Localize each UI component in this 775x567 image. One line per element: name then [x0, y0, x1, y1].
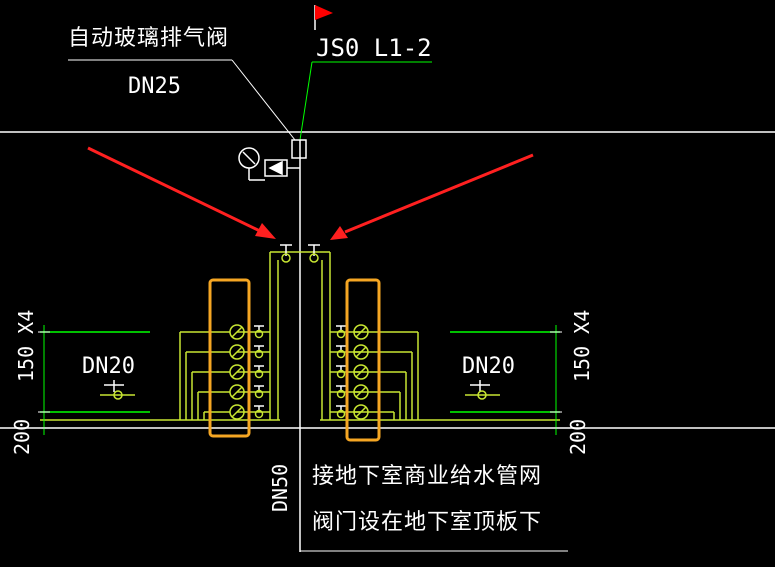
pipeid-leader: [299, 61, 313, 141]
meter-branch-pipe: [197, 391, 270, 420]
right-height-lower: 200: [566, 418, 590, 455]
gate-valve-icon: [254, 325, 264, 339]
left-height-upper: 150 X4: [14, 309, 38, 382]
note-line2: 阀门设在地下室顶板下: [312, 510, 543, 535]
pressure-gauge-icon: [238, 147, 300, 181]
left-meter-bank: [179, 324, 270, 420]
left-branch-pipes: [40, 331, 280, 421]
gate-valve-icon: [254, 385, 264, 399]
right-height-upper: 150 X4: [570, 309, 594, 382]
gate-valve-icon: [336, 325, 346, 339]
highlight-box-right: [345, 278, 381, 442]
meter-branch-pipe: [203, 411, 270, 420]
note-line1: 接地下室商业给水管网: [312, 464, 543, 489]
left-dimension: [38, 325, 50, 435]
air-valve-label: 自动玻璃排气阀: [68, 26, 230, 51]
label-leader: [231, 59, 296, 141]
highlight-box-left: [208, 278, 251, 438]
gate-valve-icon: [254, 365, 264, 379]
red-arrow-left-icon: [87, 146, 276, 239]
flag-icon: [314, 5, 333, 30]
gate-valve-icon: [336, 385, 346, 399]
right-branch-pipes: [320, 331, 560, 421]
air-valve-size-label: DN25: [128, 74, 181, 99]
right-meter-bank: [330, 324, 419, 420]
gate-valve-icon-left: [100, 380, 135, 400]
air-valve-icon: [291, 139, 307, 159]
riser-size-label: DN50: [268, 463, 292, 512]
gate-valve-icon: [336, 365, 346, 379]
meter-branch-pipe: [185, 351, 270, 420]
red-arrow-right-icon: [330, 153, 534, 240]
gate-valve-icon: [254, 345, 264, 359]
meter-branch-pipe: [179, 331, 270, 420]
right-meter-size-label: DN20: [462, 354, 515, 379]
right-dimension: [550, 325, 562, 435]
gate-valve-icon: [254, 405, 264, 419]
gate-valve-icon-right: [465, 380, 500, 400]
pipe-id-label: JS0 L1-2: [316, 34, 432, 62]
gate-valve-icon: [336, 405, 346, 419]
gate-valve-icon: [336, 345, 346, 359]
left-meter-size-label: DN20: [82, 354, 135, 379]
left-height-lower: 200: [10, 418, 34, 455]
